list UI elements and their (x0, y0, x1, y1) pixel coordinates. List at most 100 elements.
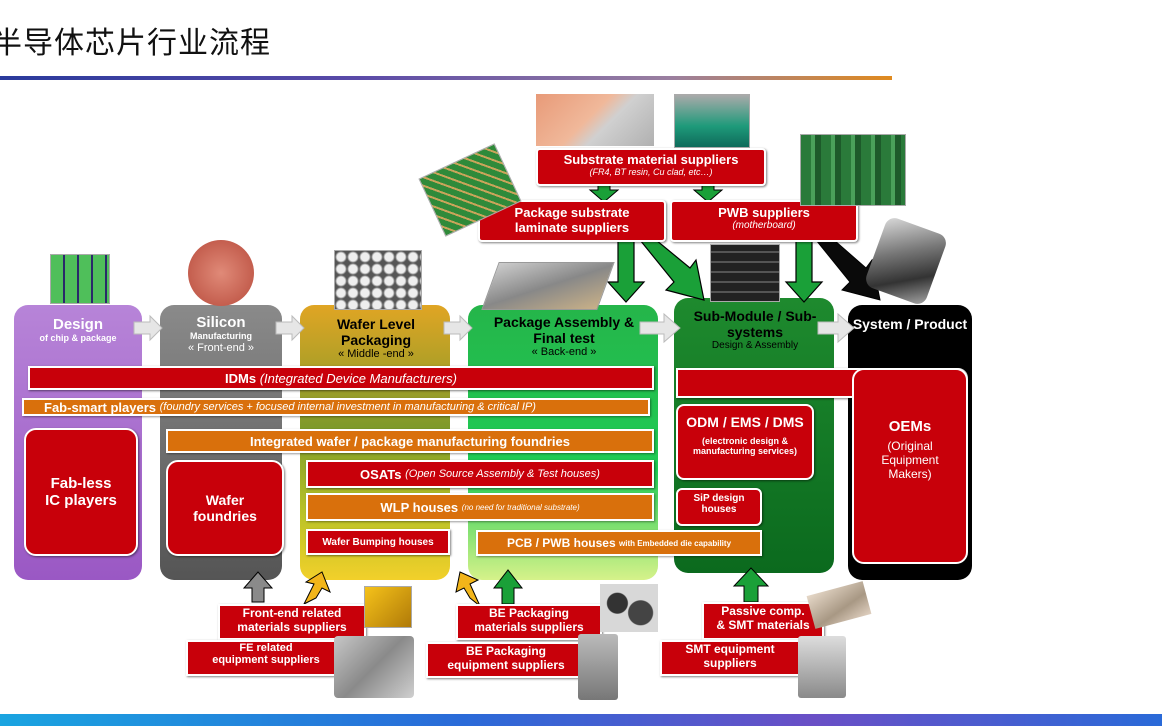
arrow-fe-equip-up (242, 571, 274, 603)
passive-line2: & SMT materials (716, 618, 810, 632)
be-materials-box: BE Packaging materials suppliers (456, 604, 602, 640)
silicon-title: Silicon (196, 314, 246, 331)
wafer-bumps-image (334, 250, 422, 310)
sip-line2: houses (701, 504, 737, 515)
be-equipment-image (578, 634, 618, 700)
silicon-wafer-image (188, 240, 254, 306)
be-materials-line1: BE Packaging (488, 606, 570, 620)
submodule-subtitle: Design & Assembly (711, 340, 799, 352)
fe-equipment-line1: FE related (239, 642, 293, 654)
fe-equipment-image (334, 636, 414, 698)
substrate-roll-image (674, 94, 750, 148)
assembly-title: Package Assembly & Final test (493, 314, 635, 347)
arrow-be-equip-up (492, 569, 524, 605)
idm-label: IDMs (225, 370, 257, 386)
silicon-subtitle: Manufacturing (190, 331, 252, 342)
substrate-material-title: Substrate material suppliers (563, 152, 739, 167)
substrate-material-sub: (FR4, BT resin, Cu clad, etc…) (589, 167, 713, 177)
oems-subtitle: (Original Equipment Makers) (881, 439, 939, 481)
assembly-stage: « Back-end » (531, 346, 597, 359)
smt-equipment-box: SMT equipment suppliers (660, 640, 800, 676)
package-substrate-line1: Package substrate (514, 205, 630, 220)
silicon-stage: « Front-end » (187, 341, 255, 354)
be-equipment-line2: equipment suppliers (447, 658, 565, 672)
wlp-houses-label: WLP houses (380, 499, 459, 515)
package-stack-image (481, 262, 615, 310)
oems-box: OEMs (Original Equipment Makers) (852, 368, 968, 564)
system-title: System / Product (852, 316, 968, 332)
pcb-bar: PCB / PWB houses with Embedded die capab… (476, 530, 762, 556)
integrated-bar: Integrated wafer / package manufacturing… (166, 429, 654, 453)
wlp-title: Wafer Level Packaging (336, 316, 416, 349)
pcb-label: PCB / PWB houses (506, 536, 616, 550)
passive-box: Passive comp. & SMT materials (702, 602, 824, 640)
arrow-silicon-wlp (275, 314, 305, 342)
smt-equipment-line1: SMT equipment (685, 642, 775, 656)
idm-bar: IDMs (Integrated Device Manufacturers) (28, 366, 654, 390)
arrow-passive-up (732, 567, 770, 603)
fe-materials-line2: materials suppliers (237, 620, 347, 634)
arrow-package-to-submodule (638, 239, 705, 301)
be-materials-image (600, 584, 658, 632)
wlp-header: Wafer Level Packaging « Middle -end » (306, 316, 446, 361)
design-subtitle: of chip & package (39, 333, 117, 344)
design-header: Design of chip & package (14, 316, 142, 344)
wlp-stage: « Middle -end » (338, 348, 414, 361)
arrow-fe-mat-up (302, 571, 331, 606)
fe-materials-box: Front-end related materials suppliers (218, 604, 366, 640)
pwb-title: PWB suppliers (718, 205, 810, 220)
be-equipment-line1: BE Packaging (465, 644, 547, 658)
sip-box: SiP design houses (676, 488, 762, 526)
fe-materials-line1: Front-end related (242, 606, 342, 620)
package-substrate-line2: laminate suppliers (514, 220, 630, 235)
fabsmart-bar: Fab-smart players (foundry services + fo… (22, 398, 650, 416)
fe-equipment-box: FE related equipment suppliers (186, 640, 346, 676)
fabsmart-label: Fab-smart players (44, 399, 156, 415)
bumping-bar: Wafer Bumping houses (306, 529, 450, 555)
osat-detail: (Open Source Assembly & Test houses) (405, 468, 600, 480)
arrow-be-mat-up (455, 571, 481, 607)
arrow-design-silicon (133, 314, 163, 342)
arrow-package-to-assembly (606, 239, 646, 303)
assembly-header: Package Assembly & Final test « Back-end… (480, 314, 648, 359)
motherboards-image (800, 134, 906, 206)
fabless-box: Fab-less IC players (24, 428, 138, 556)
arrow-assembly-submodule (639, 312, 681, 344)
pcb-detail: with Embedded die capability (619, 538, 732, 548)
package-substrate-box: Package substrate laminate suppliers (478, 200, 666, 242)
submodule-title: Sub-Module / Sub-systems (693, 308, 817, 341)
module-chip-image (710, 244, 780, 302)
design-title: Design (52, 316, 103, 333)
fe-materials-image (364, 586, 412, 628)
fabless-line2: IC players (45, 492, 117, 509)
odm-title: ODM / EMS / DMS (686, 414, 804, 430)
footer-bar (0, 714, 1162, 726)
substrate-sheets-image (536, 94, 654, 146)
chip-package-image (50, 254, 110, 304)
arrow-pwb-to-submodule (784, 239, 824, 303)
submodule-header: Sub-Module / Sub-systems Design & Assemb… (680, 308, 830, 352)
integrated-label: Integrated wafer / package manufacturing… (249, 433, 570, 449)
smt-equipment-line2: suppliers (703, 656, 757, 670)
system-header: System / Product (850, 316, 970, 332)
odm-subtitle: (electronic design & manufacturing servi… (692, 436, 798, 456)
idm-detail: (Integrated Device Manufacturers) (259, 370, 457, 386)
foundries-box: Wafer foundries (166, 460, 284, 556)
oems-title: OEMs (888, 418, 932, 435)
wlp-houses-detail: (no need for traditional substrate) (461, 502, 580, 512)
be-equipment-box: BE Packaging equipment suppliers (426, 642, 586, 678)
wlp-houses-bar: WLP houses (no need for traditional subs… (306, 493, 654, 521)
osat-label: OSATs (360, 466, 402, 482)
bumping-label: Wafer Bumping houses (322, 536, 434, 548)
page-title: 半导体芯片行业流程 (0, 26, 271, 61)
odm-box: ODM / EMS / DMS (electronic design & man… (676, 404, 814, 480)
be-materials-line2: materials suppliers (474, 620, 584, 634)
osat-bar: OSATs (Open Source Assembly & Test house… (306, 460, 654, 488)
title-underline (0, 76, 892, 80)
passive-line1: Passive comp. (721, 604, 805, 618)
foundries-line2: foundries (193, 508, 257, 524)
smt-machine-image (798, 636, 846, 698)
arrow-submodule-system (817, 312, 855, 344)
pwb-sub: (motherboard) (732, 220, 796, 231)
